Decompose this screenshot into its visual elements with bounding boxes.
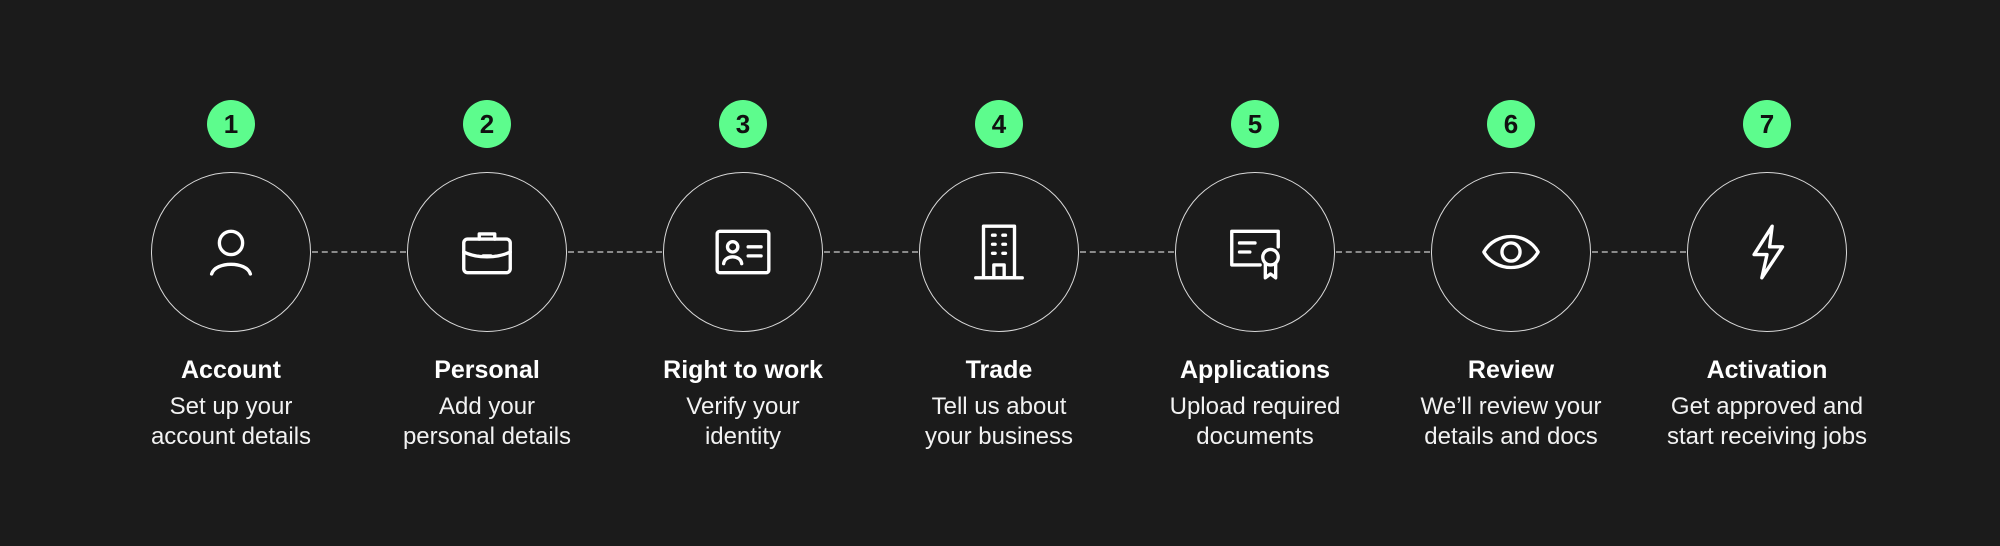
step-right-to-work: 3 Right to work Verify your identity [615, 100, 871, 452]
step-title: Personal [434, 356, 540, 384]
step-review: 6 Review We’ll review your details and d… [1383, 100, 1639, 452]
step-description-line: account details [150, 423, 312, 450]
step-title: Review [1467, 356, 1555, 384]
step-description-line: Set up your [169, 393, 293, 420]
step-number-badge: 5 [1231, 100, 1279, 148]
step-number-badge: 3 [719, 100, 767, 148]
step-personal: 2 Personal Add your personal details [359, 100, 615, 452]
step-title: Account [181, 356, 281, 384]
step-description: Add your personal details [359, 392, 615, 452]
step-icon-circle [407, 172, 567, 332]
step-icon-circle [1687, 172, 1847, 332]
step-account: 1 Account Set up your account details [103, 100, 359, 452]
step-description: Set up your account details [103, 392, 359, 452]
step-applications: 5 Applications Upload required documents [1127, 100, 1383, 452]
id-card-icon [715, 229, 771, 275]
step-connector [568, 251, 662, 253]
step-description-line: personal details [402, 423, 572, 450]
lightning-icon [1752, 224, 1785, 280]
step-description: Tell us about your business [871, 392, 1127, 452]
step-description-line: Get approved and [1670, 393, 1864, 420]
step-connector [824, 251, 918, 253]
step-icon-circle [663, 172, 823, 332]
step-description-line: identity [704, 423, 782, 450]
step-number-badge: 7 [1743, 100, 1791, 148]
step-description-line: Tell us about [931, 393, 1067, 420]
step-activation: 7 Activation Get approved and start rece… [1639, 100, 1895, 452]
step-description-line: Upload required [1169, 393, 1341, 420]
step-description: Verify your identity [615, 392, 871, 452]
step-description: Get approved and start receiving jobs [1639, 392, 1895, 452]
building-icon [974, 224, 1024, 280]
eye-icon [1482, 235, 1540, 269]
step-title: Activation [1706, 356, 1828, 384]
step-icon-circle [1175, 172, 1335, 332]
step-description-line: details and docs [1424, 423, 1598, 450]
step-connector [1592, 251, 1686, 253]
step-number-badge: 6 [1487, 100, 1535, 148]
step-description-line: documents [1196, 423, 1314, 450]
step-trade: 4 Trade Tell us about your business [871, 100, 1127, 452]
step-description-line: your business [924, 423, 1074, 450]
step-number-badge: 2 [463, 100, 511, 148]
step-icon-circle [919, 172, 1079, 332]
step-icon-circle [1431, 172, 1591, 332]
step-description-line: We’ll review your [1420, 393, 1602, 420]
certificate-icon [1230, 229, 1280, 280]
step-description: We’ll review your details and docs [1383, 392, 1639, 452]
step-number-badge: 4 [975, 100, 1023, 148]
step-connector [1080, 251, 1174, 253]
step-connector [1336, 251, 1430, 253]
step-description: Upload required documents [1127, 392, 1383, 452]
step-number-badge: 1 [207, 100, 255, 148]
step-description-line: Verify your [686, 393, 800, 420]
briefcase-icon [462, 232, 512, 275]
step-connector [312, 251, 406, 253]
step-description-line: Add your [438, 393, 536, 420]
step-icon-circle [151, 172, 311, 332]
step-description-line: start receiving jobs [1666, 423, 1868, 450]
user-icon [209, 229, 253, 276]
step-title: Applications [1179, 356, 1330, 384]
step-title: Trade [965, 356, 1033, 384]
step-title: Right to work [663, 356, 823, 384]
